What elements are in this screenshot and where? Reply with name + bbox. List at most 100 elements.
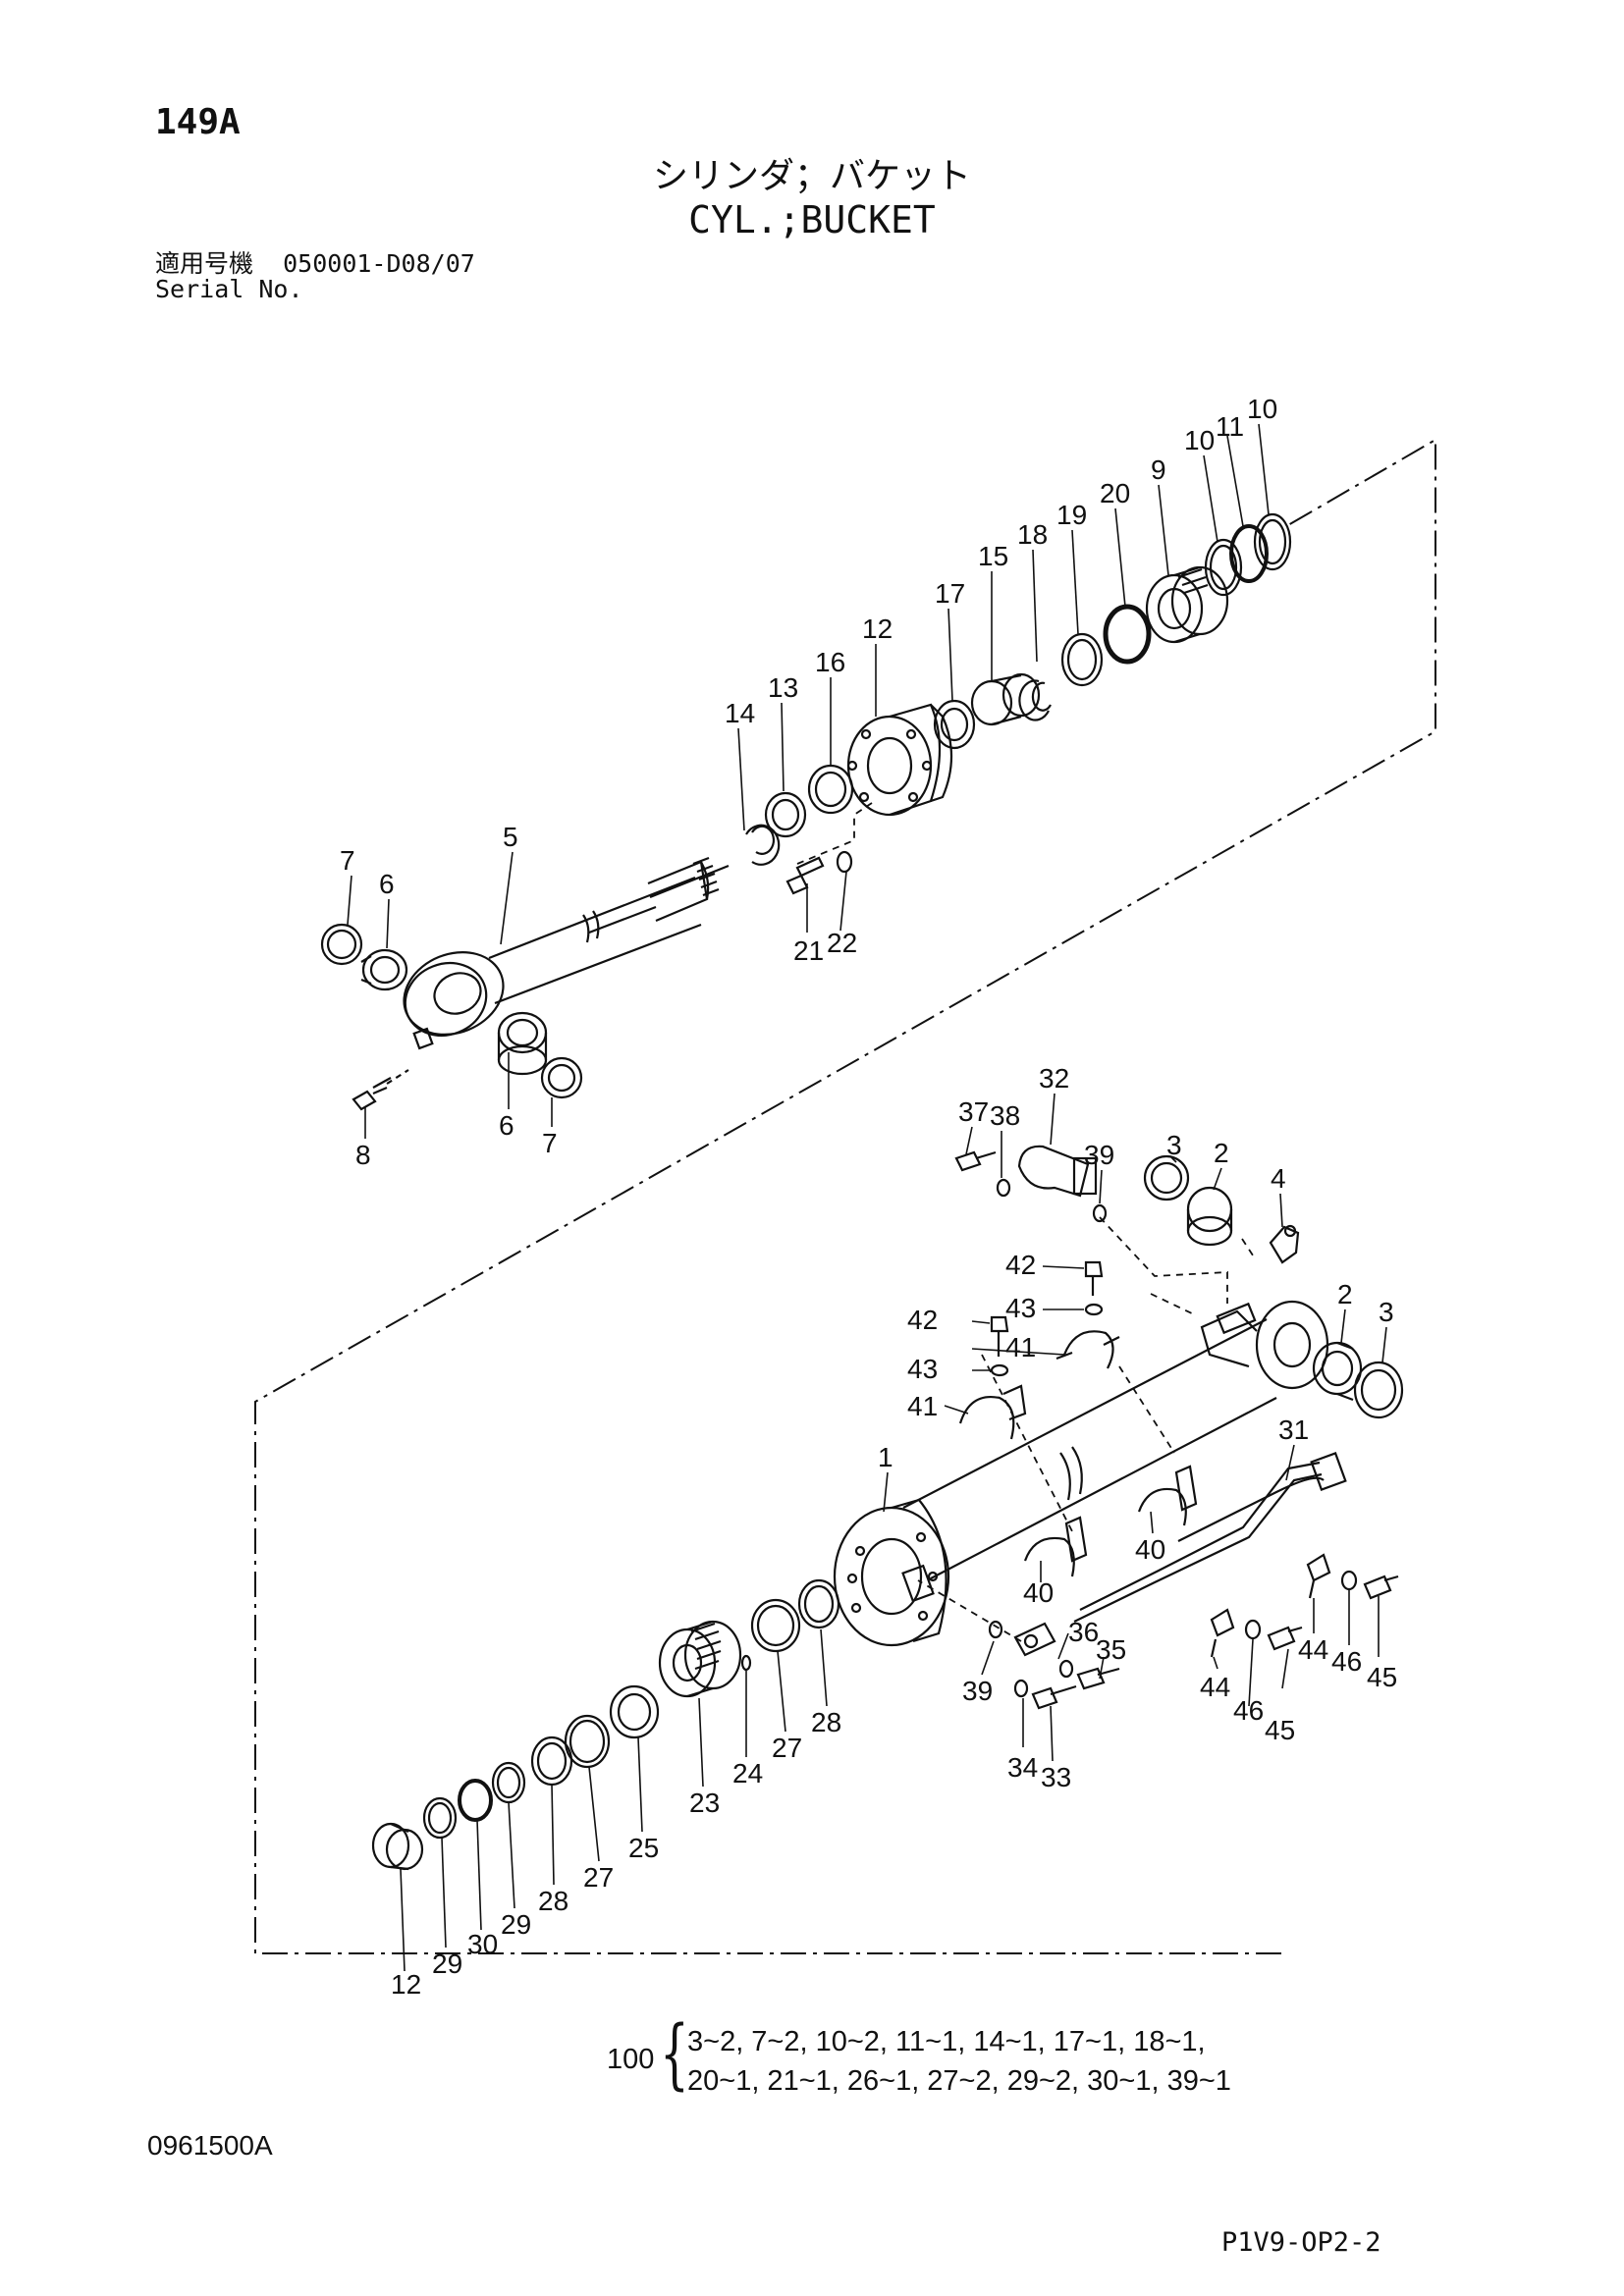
bushing-2-right	[1312, 1341, 1363, 1402]
washer-46-left	[1244, 1619, 1262, 1640]
kit-contents-line-2: 20~1, 21~1, 26~1, 27~2, 29~2, 30~1, 39~1	[687, 2065, 1231, 2097]
callout-39-top: 39	[1084, 1140, 1114, 1170]
callout-40-left: 40	[1023, 1577, 1054, 1608]
callout-25: 24	[732, 1758, 763, 1789]
callout-4: 4	[1271, 1163, 1286, 1194]
callout-36: 36	[1068, 1617, 1099, 1647]
callout-20: 19	[1056, 500, 1087, 530]
bolt-22	[785, 856, 825, 895]
callout-40-right: 40	[1135, 1534, 1165, 1565]
callout-28-bottom: 28	[538, 1886, 568, 1916]
washer-36	[1058, 1659, 1074, 1679]
callout-numbers: 7 6 5 8 6 7 14 13 16 12 21 22 17 15 18 1…	[340, 394, 1397, 1979]
callout-2-top: 2	[1214, 1138, 1229, 1168]
leader-dashed	[917, 1579, 1022, 1642]
callout-10-left: 10	[1184, 425, 1215, 455]
pin-25	[740, 1654, 752, 1672]
callout-15: 14	[725, 698, 755, 728]
washer-23	[836, 850, 853, 874]
washer-38	[996, 1178, 1011, 1198]
callout-43-left: 43	[907, 1354, 938, 1384]
bolt-42-top	[1084, 1260, 1104, 1296]
bushing-upper-6	[360, 948, 408, 991]
callout-6-bottom: 6	[499, 1110, 514, 1141]
callout-24: 23	[689, 1788, 720, 1818]
callout-46-left: 46	[1233, 1695, 1264, 1726]
clamp-44-left	[1210, 1608, 1235, 1658]
bolt-37	[954, 1150, 997, 1172]
o-ring-39-top	[1092, 1203, 1108, 1223]
callout-10-right: 10	[1247, 394, 1277, 424]
kit-brace: {	[660, 2010, 689, 2099]
callout-41-top: 41	[1005, 1332, 1036, 1362]
callout-23: 22	[827, 928, 857, 958]
callout-14: 13	[768, 672, 798, 703]
serial-line: 適用号機 050001-D08/07	[155, 251, 475, 277]
leader-dashed	[1099, 1216, 1228, 1304]
snap-ring-15	[745, 824, 781, 866]
callout-46-right: 46	[1331, 1646, 1362, 1677]
page-code: P1V9-OP2-2	[1221, 2227, 1381, 2258]
callout-32: 32	[1039, 1063, 1069, 1094]
ring-27-top	[750, 1598, 801, 1653]
washer-46-right	[1340, 1570, 1358, 1591]
callout-16: 15	[978, 541, 1008, 571]
callout-29-left: 29	[432, 1949, 462, 1979]
callout-34: 34	[1007, 1752, 1038, 1783]
serial-range: 050001-D08/07	[283, 249, 475, 278]
callout-19: 18	[1017, 519, 1048, 550]
callout-13: 12	[862, 614, 893, 644]
bolt-42-left	[990, 1315, 1009, 1357]
bolt-35	[1076, 1667, 1120, 1690]
seal-3-top	[1143, 1154, 1190, 1201]
bolt-45-right	[1363, 1575, 1399, 1600]
cylinder-head-13	[846, 703, 953, 817]
seal-28-bottom	[530, 1735, 573, 1787]
fitting-4	[1269, 1224, 1300, 1264]
ring-18	[933, 699, 976, 750]
washer-43-left	[990, 1363, 1009, 1377]
o-ring-21	[1103, 604, 1152, 665]
o-ring-30	[458, 1779, 493, 1822]
piston-24	[658, 1620, 742, 1698]
callout-1: 1	[878, 1442, 893, 1472]
ring-10	[1204, 538, 1243, 597]
callout-7-bottom: 7	[542, 1128, 558, 1158]
bushing-lower-6	[497, 1011, 548, 1076]
callout-28-top: 28	[811, 1707, 841, 1737]
callout-42-left: 42	[907, 1305, 938, 1335]
leader-dashed	[796, 802, 873, 865]
leader-dashed	[1118, 1365, 1175, 1454]
nut-12	[371, 1822, 424, 1871]
callout-29-right: 29	[501, 1909, 531, 1940]
bushing-2-top	[1186, 1186, 1233, 1247]
washer-43-top	[1084, 1303, 1104, 1316]
callout-7-top: 7	[340, 845, 355, 876]
seal-lower-7	[540, 1056, 583, 1099]
callout-12-value: 12	[391, 1969, 422, 2000]
callout-21: 20	[1100, 478, 1130, 508]
callout-3-top: 3	[1166, 1130, 1182, 1160]
callout-18: 17	[935, 578, 965, 609]
callout-41-left: 41	[907, 1391, 938, 1421]
callout-43-top: 43	[1005, 1293, 1036, 1323]
callout-38: 38	[990, 1100, 1020, 1131]
clamp-40-right	[1137, 1465, 1198, 1526]
callout-5: 5	[503, 822, 518, 852]
clamp-41-top	[1056, 1330, 1120, 1369]
callout-leaders	[347, 423, 1387, 1972]
callout-2-right: 2	[1337, 1279, 1353, 1309]
callout-33: 33	[1041, 1762, 1071, 1792]
callout-31: 31	[1278, 1415, 1309, 1445]
callout-12-text: 12	[391, 1969, 421, 2001]
washer-34	[1013, 1679, 1029, 1698]
page-id: 149A	[155, 102, 241, 142]
callout-27-bottom: 27	[583, 1862, 614, 1893]
serial-label-en: Serial No.	[155, 275, 303, 303]
callout-37: 37	[958, 1096, 989, 1127]
ring-29-left	[422, 1796, 458, 1840]
ring-20	[1060, 632, 1104, 687]
serial-label-jp: 適用号機	[155, 249, 254, 278]
piston-rod-drawing	[403, 856, 730, 1050]
